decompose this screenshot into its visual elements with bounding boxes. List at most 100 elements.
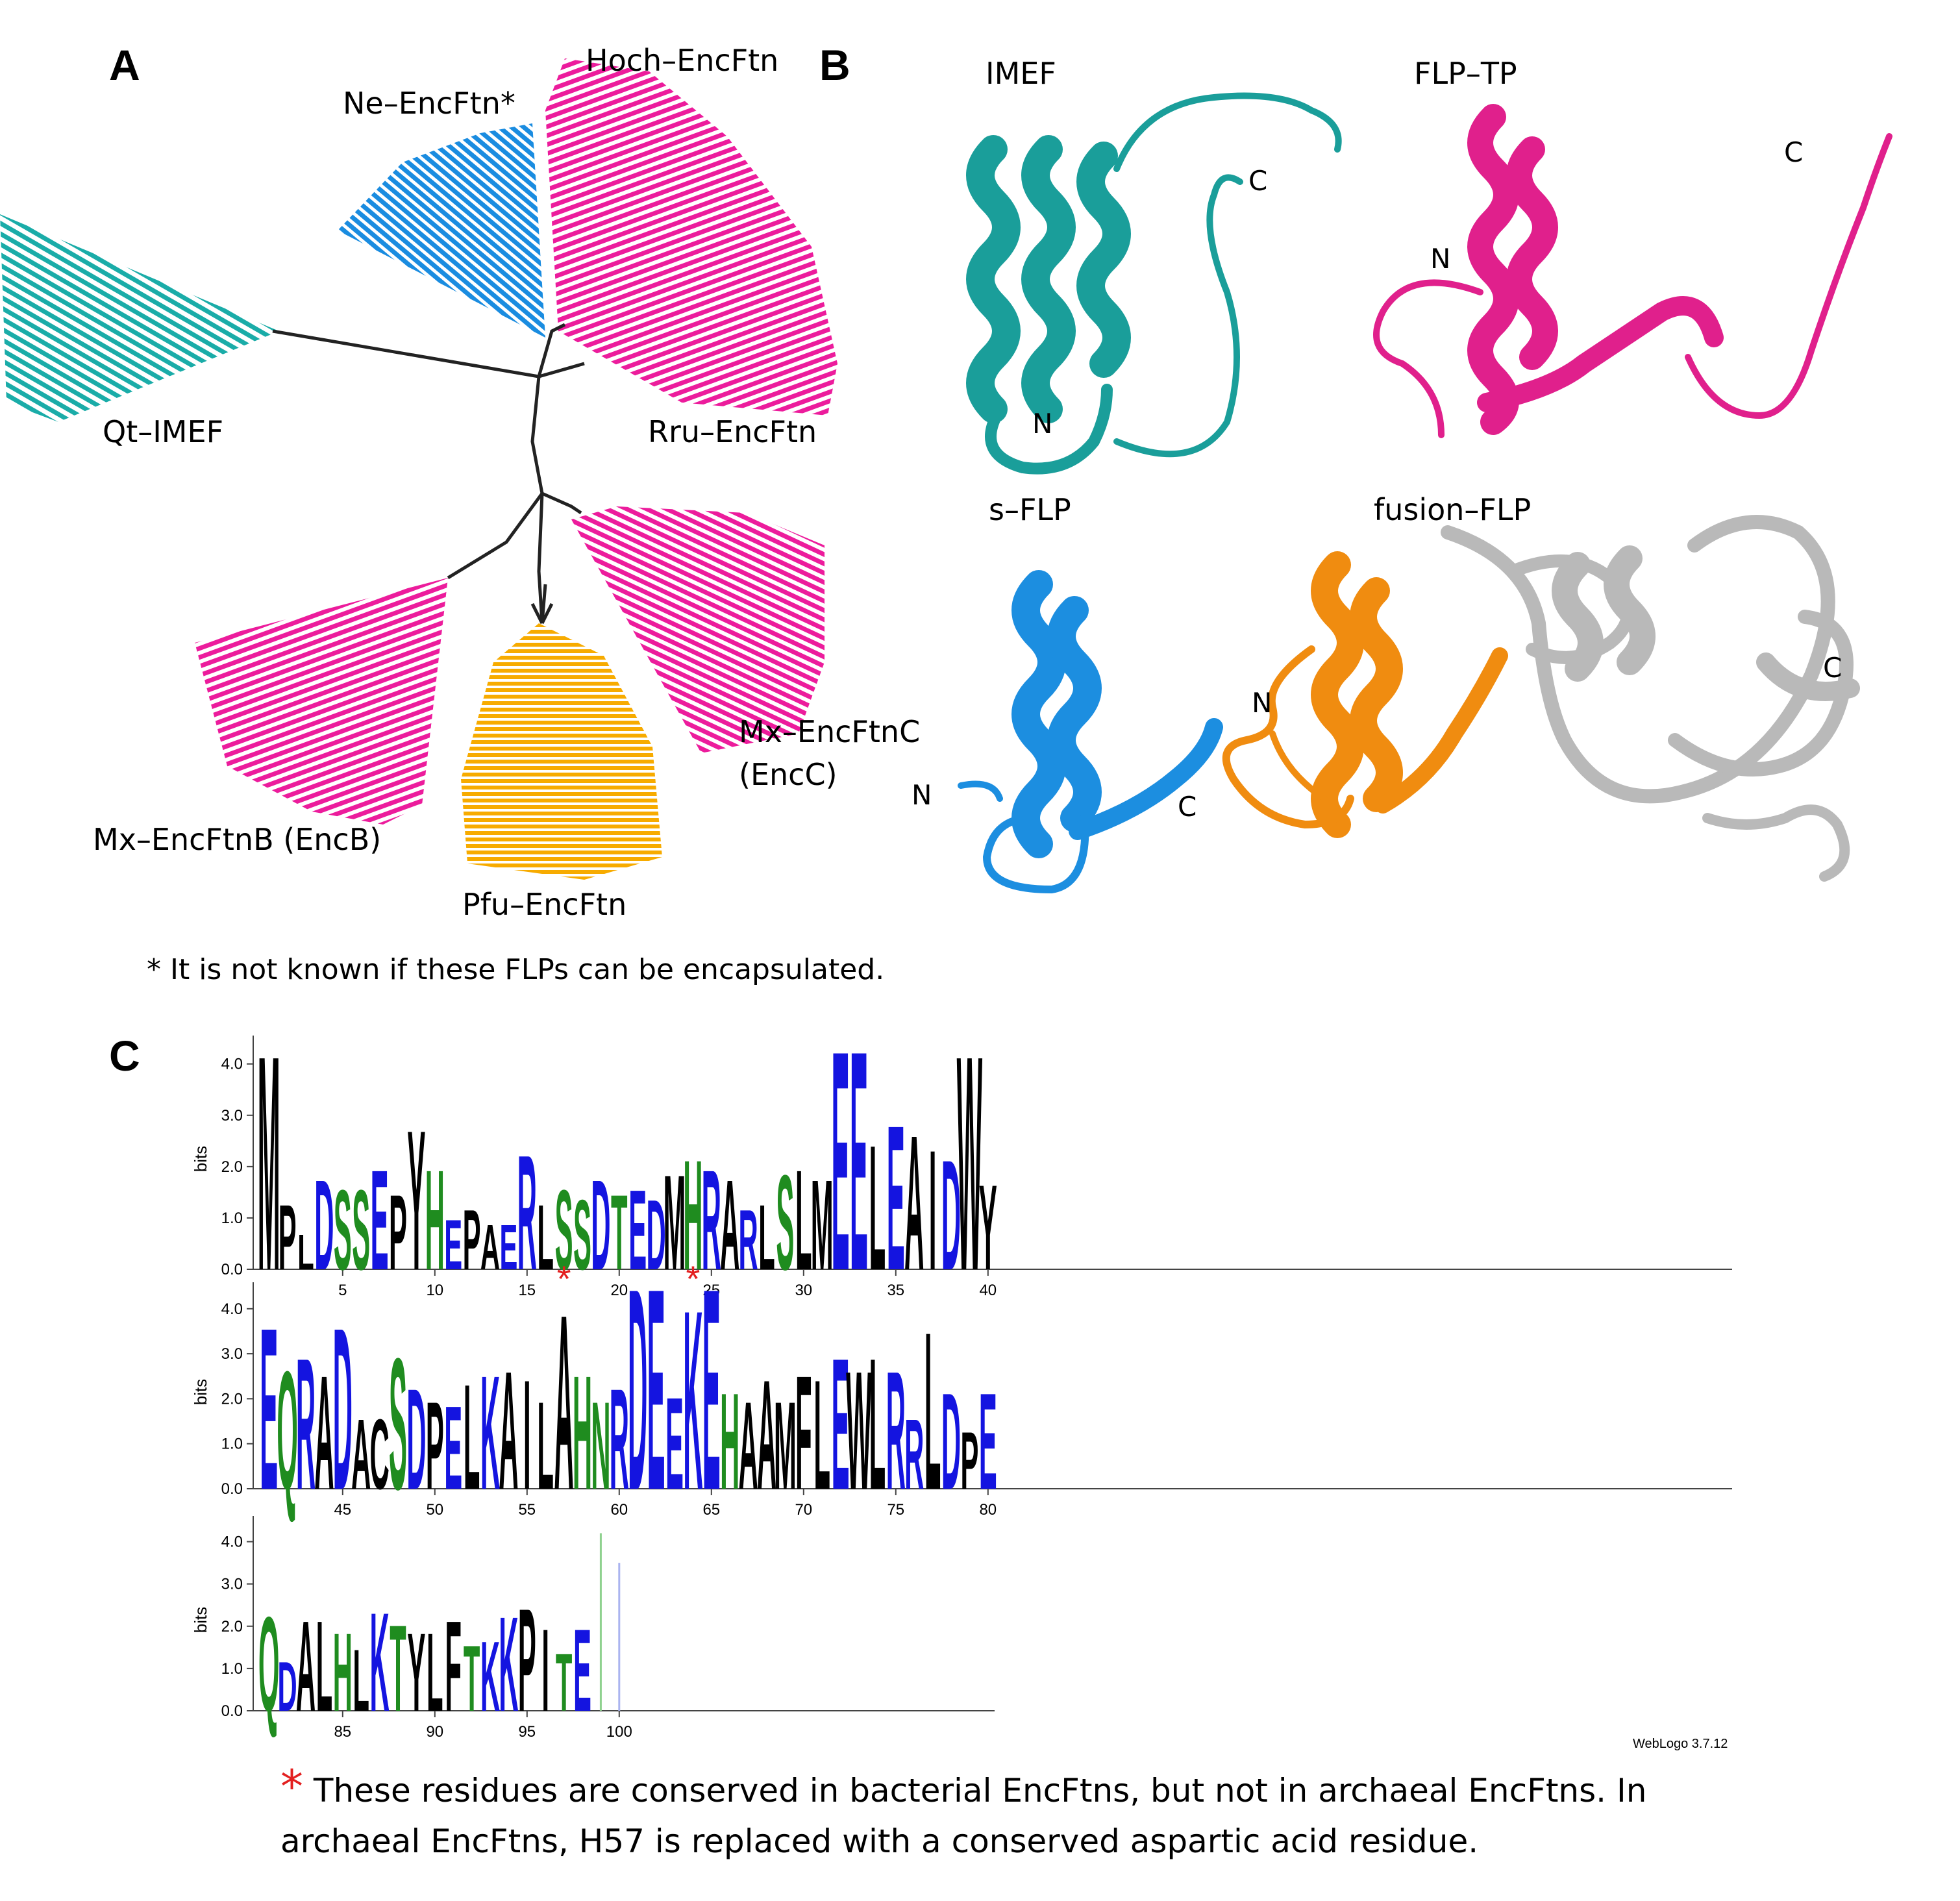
logo-residue-68: A (757, 1348, 776, 1522)
caption-line-1: * These residues are conserved in bacter… (280, 1764, 1647, 1814)
logo-residue-78: D (941, 1365, 961, 1519)
logo-x-tick-label: 40 (979, 1282, 997, 1299)
flp-tp-c-terminus: C (1784, 136, 1804, 168)
conserved-residue-star: * (557, 1258, 571, 1299)
s-flp-c-terminus: C (1178, 791, 1197, 823)
logo-residue-13: A (480, 1211, 500, 1284)
logo-y-tick-label: 2.0 (221, 1390, 243, 1408)
logo-residue-4: D (314, 1154, 334, 1297)
logo-x-tick-label: 5 (338, 1282, 347, 1299)
logo-x-tick-label: 50 (426, 1501, 443, 1519)
logo-y-axis-label: bits (191, 1146, 210, 1172)
logo-residue-89: Y (407, 1611, 425, 1735)
logo-residue-98: E (573, 1604, 591, 1736)
logo-y-tick-label: 4.0 (221, 1300, 243, 1318)
logo-residue-9: Y (407, 1089, 425, 1312)
logo-residue-96: I (541, 1604, 549, 1736)
encapsulation-footnote: * It is not known if these FLPs can be e… (147, 953, 885, 986)
logo-x-tick-label: 60 (610, 1501, 628, 1519)
logo-residue-11: E (444, 1205, 462, 1285)
logo-x-tick-label: 95 (518, 1723, 536, 1741)
logo-residue-39: W (957, 993, 983, 1336)
logo-y-tick-label: 3.0 (221, 1345, 243, 1363)
caption-star: * (280, 1760, 303, 1813)
logo-residue-45: D (333, 1279, 353, 1538)
logo-residue-46: A (351, 1398, 371, 1510)
logo-residue-26: A (720, 1154, 739, 1297)
clade-qt-imef (0, 214, 279, 422)
imef-structure (966, 92, 1342, 475)
weblogo-credit: WebLogo 3.7.12 (1633, 1737, 1728, 1751)
logo-residue-18: S (573, 1179, 591, 1291)
caption-text-1: These residues are conserved in bacteria… (313, 1772, 1647, 1809)
logo-residue-27: R (739, 1192, 758, 1287)
logo-residue-58: H (573, 1343, 592, 1524)
logo-residue-29: S (776, 1147, 794, 1298)
logo-residue-61: D (628, 1228, 647, 1550)
logo-residue-10: H (425, 1140, 445, 1300)
logo-residue-94: K (499, 1588, 518, 1739)
logo-residue-79: P (960, 1415, 978, 1506)
logo-residue-25: R (702, 1140, 721, 1300)
logo-residue-52: L (464, 1354, 480, 1521)
logo-residue-51: E (444, 1382, 462, 1515)
logo-y-tick-label: 0.0 (221, 1480, 243, 1498)
logo-y-tick-label: 4.0 (221, 1534, 243, 1551)
logo-residue-2: P (279, 1186, 297, 1289)
logo-residue-12: P (463, 1192, 481, 1287)
logo-residue-90: L (427, 1611, 443, 1735)
logo-residue-83: A (296, 1595, 316, 1738)
logo-residue-81: Q (258, 1588, 279, 1739)
logo-y-tick-label: 4.0 (221, 1056, 243, 1073)
logo-residue-3: L (297, 1225, 314, 1281)
logo-residue-40: Y (979, 1160, 997, 1295)
logo-residue-16: L (537, 1186, 554, 1289)
logo-y-axis-label: bits (191, 1379, 210, 1405)
logo-y-tick-label: 1.0 (221, 1435, 243, 1453)
logo-x-tick-label: 75 (887, 1501, 904, 1519)
logo-residue-73: W (846, 1337, 871, 1525)
logo-residue-6: S (352, 1167, 370, 1295)
logo-residue-17: S (555, 1167, 573, 1295)
logo-x-tick-label: 100 (606, 1723, 632, 1741)
logo-residue-20: T (611, 1173, 628, 1293)
logo-residue-55: I (523, 1348, 531, 1522)
logo-x-tick-label: 15 (518, 1282, 536, 1299)
logo-residue-5: S (334, 1167, 352, 1295)
logo-x-tick-label: 30 (795, 1282, 812, 1299)
logo-x-tick-label: 25 (702, 1282, 720, 1299)
logo-residue-80: E (979, 1365, 997, 1519)
structure-title-s-flp: s–FLP (989, 492, 1071, 527)
logo-residue-71: L (813, 1348, 830, 1522)
logo-residue-86: L (353, 1632, 369, 1730)
clade-label-encc: (EncC) (739, 757, 837, 792)
logo-residue-57: A (554, 1263, 574, 1543)
logo-residue-56: L (537, 1376, 554, 1516)
clade-mx-encftnb (195, 578, 448, 825)
structure-title-flp-tp: FLP–TP (1414, 56, 1517, 91)
logo-residue-48: S (389, 1319, 407, 1528)
logo-residue-67: A (739, 1376, 758, 1516)
logo-residue-70: F (795, 1343, 812, 1524)
logo-y-tick-label: 0.0 (221, 1702, 243, 1720)
logo-residue-28: L (758, 1186, 775, 1289)
logo-y-tick-label: 2.0 (221, 1158, 243, 1176)
clade-label-rru-encftn: Rru–EncFtn (648, 414, 817, 449)
logo-residue-76: R (904, 1398, 924, 1510)
logo-residue-49: D (406, 1359, 426, 1519)
logo-residue-97: T (556, 1637, 573, 1728)
conserved-residue-star: * (686, 1258, 701, 1299)
logo-y-tick-label: 1.0 (221, 1210, 243, 1227)
logo-residue-50: P (426, 1376, 444, 1516)
logo-residue-74: L (869, 1319, 886, 1528)
logo-residue-22: D (647, 1179, 666, 1291)
clade-hoch-encftn (545, 58, 837, 416)
logo-residue-59: N (591, 1376, 610, 1516)
logo-residue-32: E (832, 986, 850, 1336)
logo-residue-15: R (517, 1122, 537, 1305)
logo-residue-66: H (720, 1365, 739, 1519)
logo-residue-36: A (904, 1095, 924, 1310)
logo-residue-92: T (464, 1626, 480, 1732)
logo-residue-38: D (941, 1127, 961, 1302)
